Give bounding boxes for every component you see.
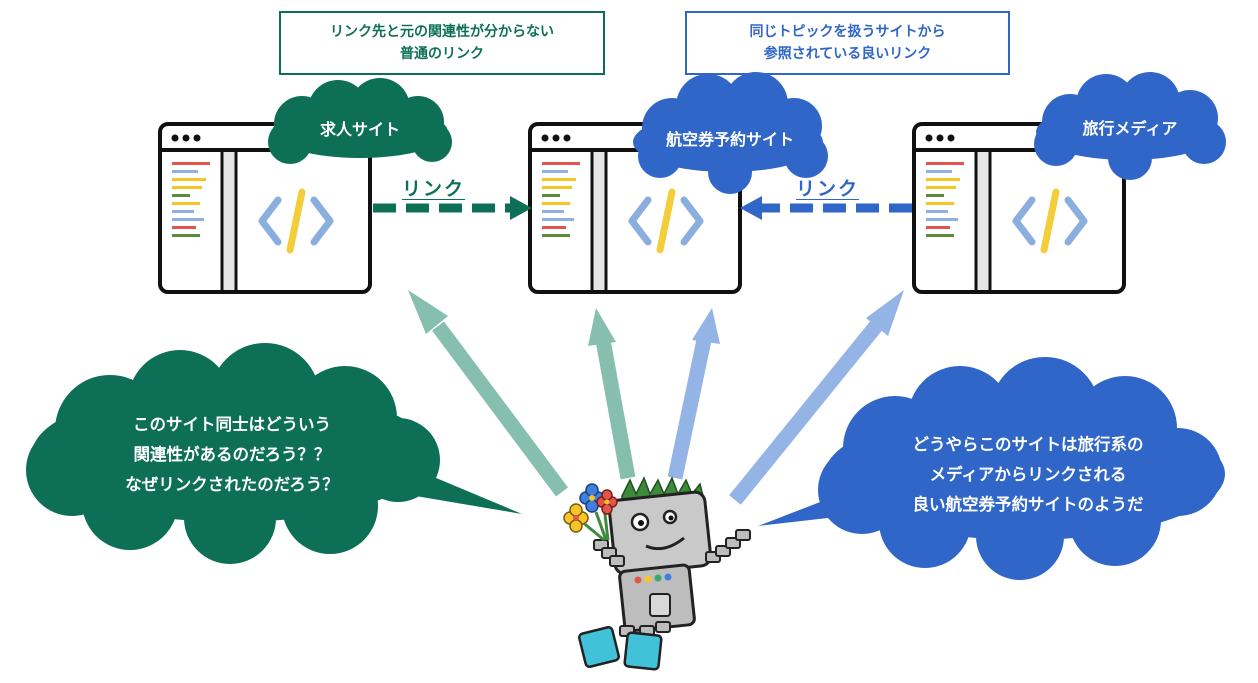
- job-site-label: 求人サイト: [319, 120, 400, 139]
- robot-arrows: [408, 290, 904, 505]
- left-bubble-text: このサイト同士はどういう 関連性があるのだろう？？ なぜリンクされたのだろう？: [125, 415, 339, 494]
- link-label-blue: リンク: [796, 178, 860, 200]
- link-label-green: リンク: [402, 178, 466, 200]
- callout-good-link: 同じトピックを扱うサイトから 参照されている良いリンク: [685, 11, 1010, 75]
- robot-mascot: [563, 476, 751, 671]
- airline-site-label: 航空券予約サイト: [665, 130, 794, 149]
- right-bubble-text: どうやらこのサイトは旅行系の メディアからリンクされる 良い航空券予約サイトのよ…: [912, 435, 1144, 514]
- link-arrow-blue: [740, 196, 912, 220]
- left-speech-bubble: [26, 343, 522, 564]
- travel-media-cloud: [1034, 72, 1226, 180]
- airline-site-cloud: [633, 72, 828, 194]
- right-speech-bubble: [758, 357, 1225, 580]
- link-arrow-green: [373, 196, 532, 220]
- callout-ordinary-link: リンク先と元の関連性が分からない 普通のリンク: [279, 11, 605, 75]
- job-site-cloud: [268, 78, 452, 164]
- travel-media-label: 旅行メディア: [1082, 119, 1178, 138]
